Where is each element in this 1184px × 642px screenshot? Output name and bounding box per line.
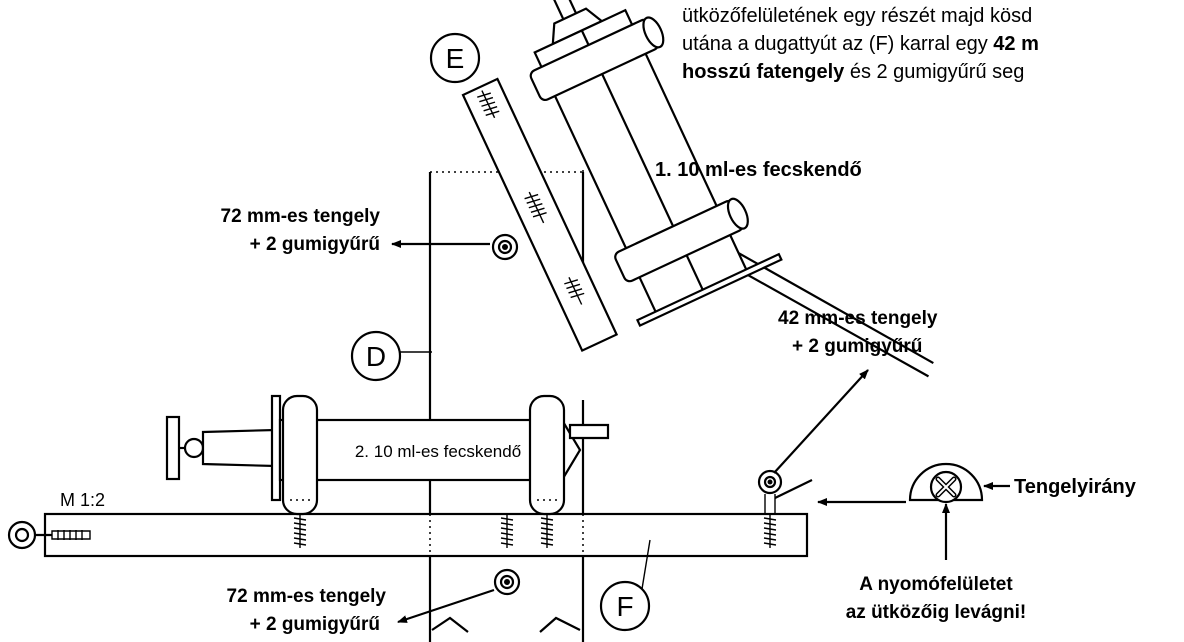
base-f <box>43 512 809 558</box>
axle42-line2: + 2 gumigyűrű <box>792 336 922 357</box>
pivot-axle-42 <box>757 469 813 514</box>
axle72-upper-line1: 72 mm-es tengely <box>221 206 381 227</box>
screw-e-middle <box>524 191 547 224</box>
axle72-upper-line2: + 2 gumigyűrű <box>250 234 380 255</box>
pivot-axle-72-lower <box>493 568 521 596</box>
syringe-2 <box>165 394 610 516</box>
intro-line-2: utána a dugattyút az (F) karral egy 42 m <box>682 33 1039 55</box>
cut-note-line1: A nyomófelületet <box>859 574 1013 595</box>
axis-direction-symbol <box>908 462 984 504</box>
part-f-circle <box>599 580 651 632</box>
screw-clamp-left <box>293 514 307 548</box>
part-d-circle <box>350 330 402 382</box>
syringe-1 <box>529 0 934 378</box>
intro-line-3: hosszú fatengely és 2 gumigyűrű seg <box>682 61 1024 83</box>
axle42-line1: 42 mm-es tengely <box>778 308 938 329</box>
axis-direction-label: Tengelyirány <box>1014 476 1137 498</box>
screw-clamp-right <box>540 514 554 548</box>
screw-e-bottom <box>564 276 585 305</box>
axle72-lower-line1: 72 mm-es tengely <box>227 586 387 607</box>
screw-center <box>500 514 514 548</box>
screw-pivot <box>763 514 777 548</box>
intro-line-1: ütközőfelületének egy részét majd kösd <box>682 5 1032 27</box>
syringe-2-label: 2. 10 ml-es fecskendő <box>355 442 521 461</box>
cut-note-line2: az ütközőig levágni! <box>846 602 1027 623</box>
strip-e <box>461 77 619 353</box>
pivot-axle-72-upper <box>491 233 519 261</box>
axle72-lower-line2: + 2 gumigyűrű <box>250 614 380 635</box>
arrow-axle42 <box>773 369 869 474</box>
screw-e-top <box>477 90 500 119</box>
part-f-label: F <box>616 591 633 622</box>
scale-label: M 1:2 <box>60 490 105 510</box>
arrow-axle72-lower <box>397 588 495 624</box>
part-e-circle <box>429 32 481 84</box>
eye-screw-left <box>7 520 91 550</box>
part-f-leader <box>641 539 651 590</box>
part-d-label: D <box>366 341 386 372</box>
part-e-label: E <box>446 43 465 74</box>
syringe-1-label: 1. 10 ml-es fecskendő <box>655 159 862 181</box>
